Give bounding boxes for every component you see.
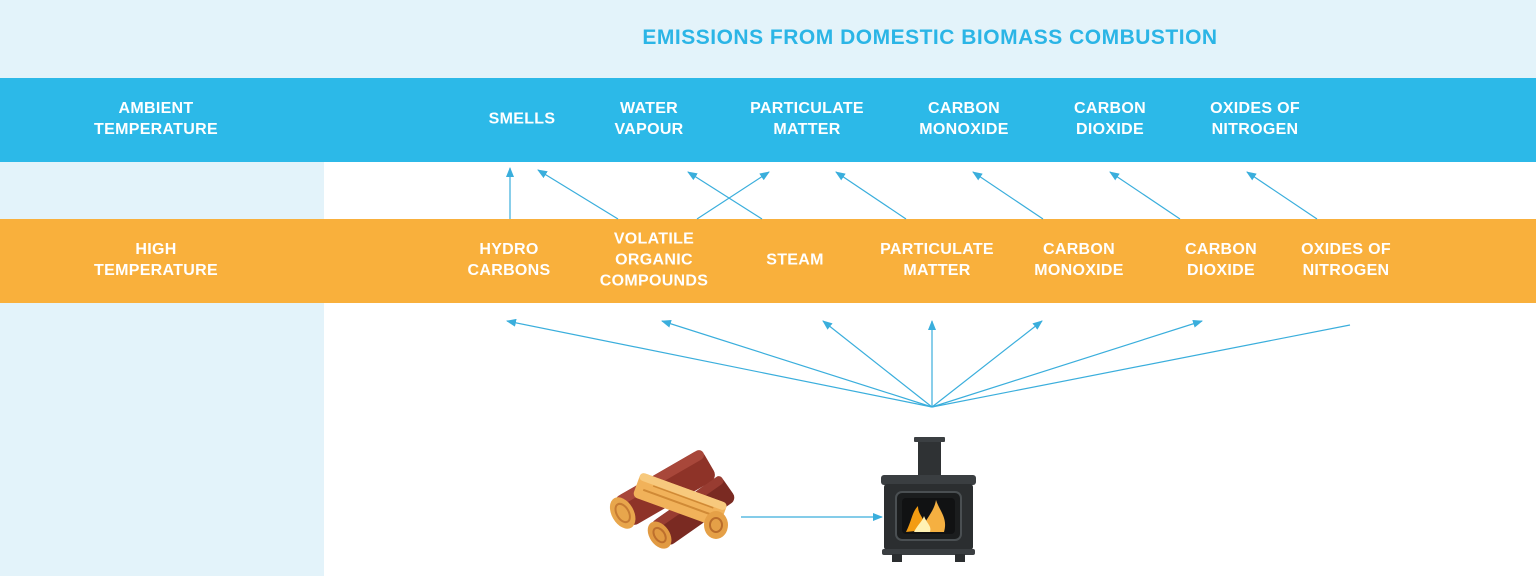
high-item-volatile-organic-compounds-line: COMPOUNDS <box>599 272 709 290</box>
transition-carbon-monoxide-to-carbon-monoxide-arrow <box>972 171 1044 220</box>
transition-volatile-organic-compounds-to-smells-arrow <box>537 169 619 220</box>
high-item-carbon-dioxide-line: CARBON <box>1184 241 1258 258</box>
row-label-ambient-temperature-line: AMBIENT <box>118 100 194 117</box>
high-item-oxides-of-nitrogen-line: OXIDES OF <box>1301 241 1391 258</box>
high-item-oxides-of-nitrogen: OXIDES OF NITROGEN <box>1301 239 1391 281</box>
ambient-item-particulate-matter-line: PARTICULATE <box>750 100 864 117</box>
ambient-item-oxides-of-nitrogen: OXIDES OF NITROGEN <box>1210 98 1300 140</box>
row-label-ambient-temperature: AMBIENT TEMPERATURE <box>94 98 218 140</box>
stove-to-volatile-organic-compounds-arrow <box>661 319 933 408</box>
stove-to-carbon-monoxide-arrow <box>931 320 1043 408</box>
ambient-item-smells: SMELLS <box>489 109 556 130</box>
high-item-carbon-monoxide: CARBON MONOXIDE <box>1034 239 1124 281</box>
ambient-item-carbon-monoxide-line: MONOXIDE <box>919 121 1009 138</box>
stove-to-oxides-of-nitrogen-line <box>931 324 1351 408</box>
diagram-title: EMISSIONS FROM DOMESTIC BIOMASS COMBUSTI… <box>642 26 1218 49</box>
high-item-volatile-organic-compounds-line: ORGANIC <box>615 251 693 269</box>
row-label-high-temperature: HIGH TEMPERATURE <box>94 239 218 281</box>
high-item-volatile-organic-compounds-line: VOLATILE <box>613 230 695 248</box>
ambient-item-particulate-matter-line: MATTER <box>773 121 841 138</box>
high-item-hydro-carbons-line: HYDRO <box>479 241 539 258</box>
high-item-volatile-organic-compounds: VOLATILE ORGANIC COMPOUNDS <box>600 229 708 292</box>
high-item-hydro-carbons: HYDRO CARBONS <box>468 239 551 281</box>
high-item-oxides-of-nitrogen-line: NITROGEN <box>1302 262 1390 279</box>
high-item-particulate-matter: PARTICULATE MATTER <box>880 239 994 281</box>
ambient-item-water-vapour-line: VAPOUR <box>614 121 684 138</box>
ambient-item-water-vapour: WATER VAPOUR <box>614 98 683 140</box>
transition-steam-to-water-vapour-arrow <box>687 171 763 220</box>
stove-to-carbon-dioxide-arrow <box>931 319 1203 408</box>
high-item-carbon-monoxide-line: CARBON <box>1042 241 1116 258</box>
high-item-particulate-matter-line: PARTICULATE <box>880 241 994 258</box>
ambient-item-carbon-dioxide-line: DIOXIDE <box>1076 121 1144 138</box>
row-label-ambient-temperature-line: TEMPERATURE <box>94 121 218 138</box>
wood-stove-icon <box>881 437 976 562</box>
high-item-hydro-carbons-line: CARBONS <box>467 262 551 279</box>
ambient-item-carbon-dioxide: CARBON DIOXIDE <box>1074 98 1146 140</box>
row-label-high-temperature-line: HIGH <box>135 241 177 258</box>
firewood-logs-icon <box>609 450 735 549</box>
ambient-item-water-vapour-line: WATER <box>619 100 679 117</box>
stove-to-steam-arrow <box>822 320 933 408</box>
transition-carbon-dioxide-to-carbon-dioxide-arrow <box>1109 171 1181 220</box>
high-item-carbon-dioxide: CARBON DIOXIDE <box>1185 239 1257 281</box>
high-temperature-band <box>0 219 1536 303</box>
ambient-item-oxides-of-nitrogen-line: OXIDES OF <box>1210 100 1300 117</box>
header-strip <box>324 0 1536 78</box>
ambient-item-carbon-monoxide: CARBON MONOXIDE <box>919 98 1009 140</box>
ambient-item-carbon-monoxide-line: CARBON <box>927 100 1001 117</box>
transition-oxides-of-nitrogen-to-oxides-of-nitrogen-arrow <box>1246 171 1318 220</box>
ambient-item-oxides-of-nitrogen-line: NITROGEN <box>1211 121 1299 138</box>
ambient-item-particulate-matter: PARTICULATE MATTER <box>750 98 864 140</box>
high-item-carbon-dioxide-line: DIOXIDE <box>1187 262 1255 279</box>
ambient-item-carbon-dioxide-line: CARBON <box>1073 100 1147 117</box>
transition-volatile-organic-compounds-to-particulate-matter-arrow <box>696 171 770 220</box>
stove-to-hydro-carbons-arrow <box>506 318 933 408</box>
transition-particulate-matter-to-particulate-matter-arrow <box>835 171 907 220</box>
ambient-item-smells-line: SMELLS <box>488 110 556 128</box>
ambient-temperature-band <box>0 78 1536 162</box>
high-item-particulate-matter-line: MATTER <box>903 262 971 279</box>
row-label-high-temperature-line: TEMPERATURE <box>94 262 218 279</box>
high-item-steam-line: STEAM <box>766 251 824 269</box>
high-item-carbon-monoxide-line: MONOXIDE <box>1034 262 1124 279</box>
high-item-steam: STEAM <box>766 250 824 271</box>
